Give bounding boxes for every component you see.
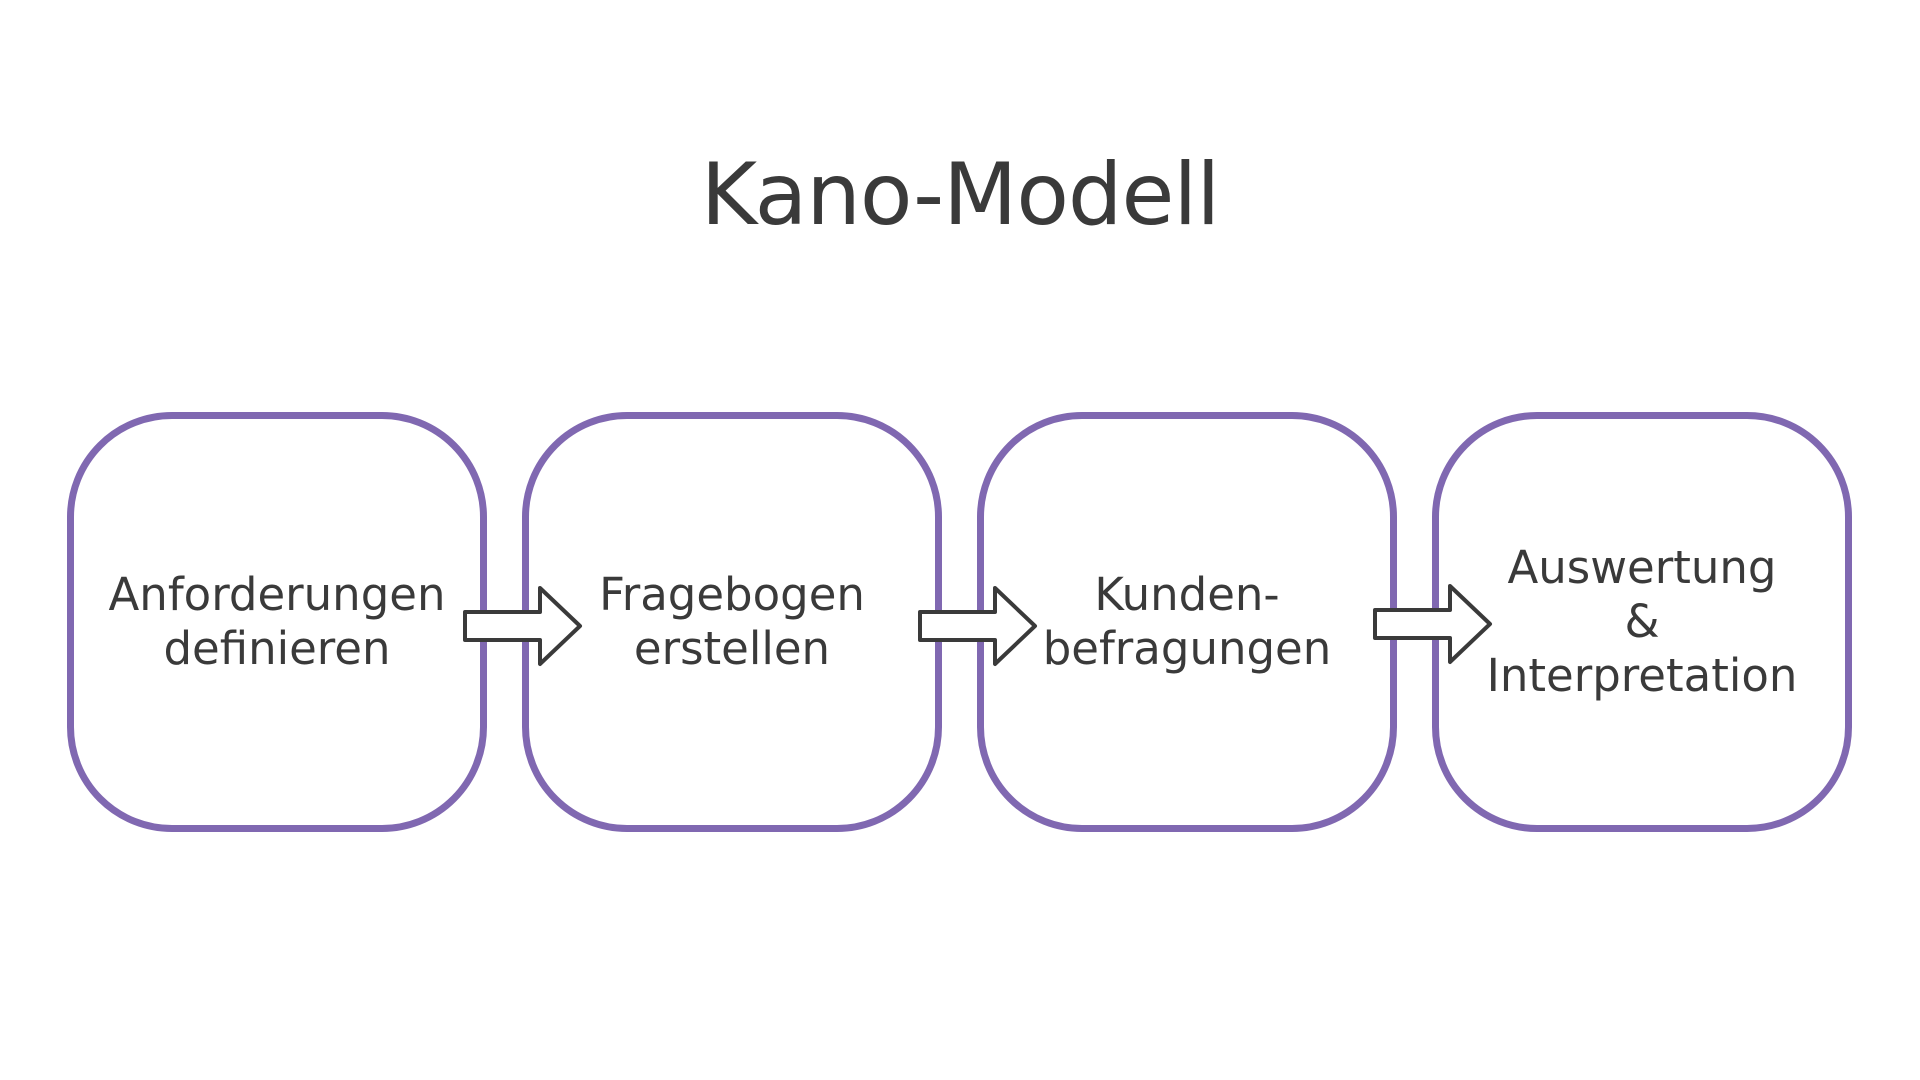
- right-arrow-icon: [1373, 584, 1492, 664]
- diagram-title: Kano-Modell: [700, 145, 1220, 245]
- step-box-questionnaire: Fragebogen erstellen: [522, 412, 942, 832]
- right-arrow-icon: [918, 586, 1037, 666]
- step-label: Kunden- befragungen: [1042, 568, 1332, 675]
- step-box-requirements: Anforderungen definieren: [67, 412, 487, 832]
- step-box-evaluation: Auswertung & Interpretation: [1432, 412, 1852, 832]
- step-label: Fragebogen erstellen: [599, 568, 865, 675]
- step-label: Auswertung & Interpretation: [1486, 541, 1798, 702]
- right-arrow-icon: [463, 586, 582, 666]
- step-box-customer-survey: Kunden- befragungen: [977, 412, 1397, 832]
- step-label: Anforderungen definieren: [108, 568, 446, 675]
